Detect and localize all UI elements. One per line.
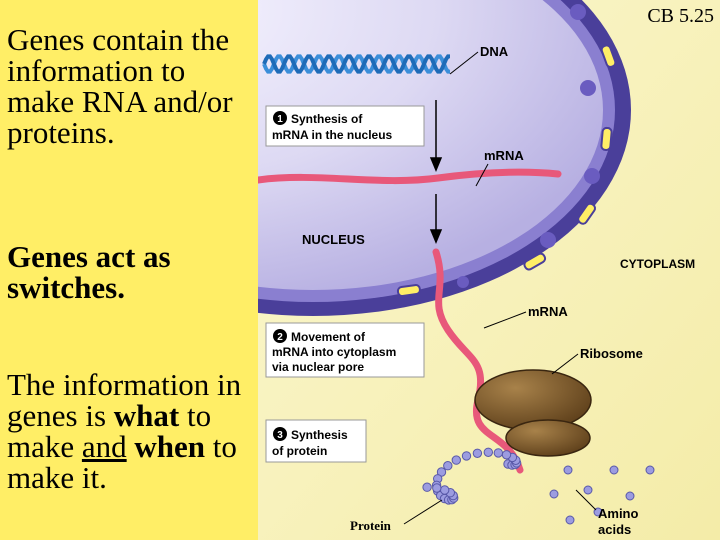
step-1-line1: Synthesis of [291,112,363,126]
info-text-and: and [81,429,127,464]
label-mrna-cytoplasm: mRNA [528,304,568,319]
info-text-what: what [113,398,180,433]
step-3-background [265,419,367,463]
amino-acid [583,485,593,495]
label-amino-line1: Amino [598,506,639,521]
step-2-line2: mRNA into cytoplasm [272,345,396,359]
info-text-a: The information in genes is [7,367,242,433]
nucleoplasm [258,0,603,290]
label-cytoplasm: CYTOPLASM [620,257,695,271]
info-text-when: when [134,429,206,464]
nuclear-pore [523,252,547,271]
leader-mrna-cytoplasm [483,311,527,329]
slide-reference: CB 5.25 [647,5,714,27]
amino-acid [609,465,619,475]
gene-expression-figure: DNA mRNA NUCLEUS CYTOPLASM mRNA Ribosome… [258,0,720,540]
info-text-f: to make it. [7,429,237,495]
nuclear-pore [600,44,617,68]
envelope-ribosomes [457,4,600,288]
paragraph-genes-contain: Genes contain the information to make RN… [7,24,258,148]
step-1-line2: mRNA in the nucleus [272,128,393,142]
protein-bead [461,451,472,461]
step-2-badge [273,329,287,343]
amino-acid [565,515,575,525]
dna-helix [262,54,450,74]
label-ribosome: Ribosome [580,346,643,361]
nuclear-pore [600,126,613,151]
amino-acid [549,489,559,499]
step-2-box: 2 Movement of mRNA into cytoplasm via nu… [265,322,425,378]
leader-ribosome [551,353,579,375]
process-arrows [429,100,443,244]
arrow-head [429,157,443,172]
step-3-line1: Synthesis [291,428,348,442]
protein-bead [493,448,504,458]
paragraph-information: The information in genes is what to make… [7,369,258,493]
protein-bead [501,450,512,460]
nuclear-pores [396,44,617,297]
step-1-badge [273,111,287,125]
genes-switches-text: Genes act as switches. [7,239,171,305]
text-column: Genes contain the information to make RN… [0,0,258,540]
leader-dna [449,51,479,75]
protein-bead [472,448,483,458]
step-3-badge [273,427,287,441]
flower-ribosome [584,168,600,184]
protein-bead [422,482,432,492]
ribosome-small-subunit [505,419,591,457]
protein-bead [440,485,450,495]
step-2-line1: Movement of [291,330,366,344]
mrna-in-cytoplasm [432,248,524,474]
amino-acid [625,491,635,501]
amino-acid [645,465,655,475]
dna-strand-b [262,54,450,74]
label-protein: Protein [350,518,392,533]
step-3-number: 3 [277,430,283,441]
nuclear-pore [577,202,597,225]
step-2-line3: via nuclear pore [272,360,364,374]
step-2-background [265,322,425,378]
genes-contain-text: Genes contain the information to make RN… [7,22,233,150]
step-1-background [265,105,425,147]
label-dna: DNA [480,44,509,59]
paragraph-genes-switches: Genes act as switches. [7,241,258,303]
arrow-head [429,229,443,244]
nuclear-pore [396,284,421,297]
label-amino-line2: acids [598,522,631,537]
amino-acid [563,465,573,475]
flower-ribosome [457,276,469,288]
step-2-number: 2 [277,332,283,343]
leader-amino [575,489,597,511]
step-3-box: 3 Synthesis of protein [265,419,367,463]
flower-ribosome [540,232,556,248]
flower-ribosome [580,80,596,96]
flower-ribosome [570,4,586,20]
step-3-line2: of protein [272,444,327,458]
label-mrna-nucleus: mRNA [484,148,524,163]
ribosome [474,369,592,457]
step-1-box: 1 Synthesis of mRNA in the nucleus [265,105,425,147]
gene-expression-diagram: DNA mRNA NUCLEUS CYTOPLASM mRNA Ribosome… [258,0,720,540]
step-1-number: 1 [277,114,283,125]
mrna-in-nucleus [258,168,562,185]
leader-protein [403,499,443,525]
info-text-c: to make [7,398,212,464]
protein-chain [422,447,522,505]
protein-bead [451,455,462,465]
protein-bead [432,483,442,493]
leader-mrna-nucleus [475,163,489,187]
protein-bead [483,447,494,457]
protein-bead [443,461,453,471]
label-nucleus: NUCLEUS [302,232,365,247]
